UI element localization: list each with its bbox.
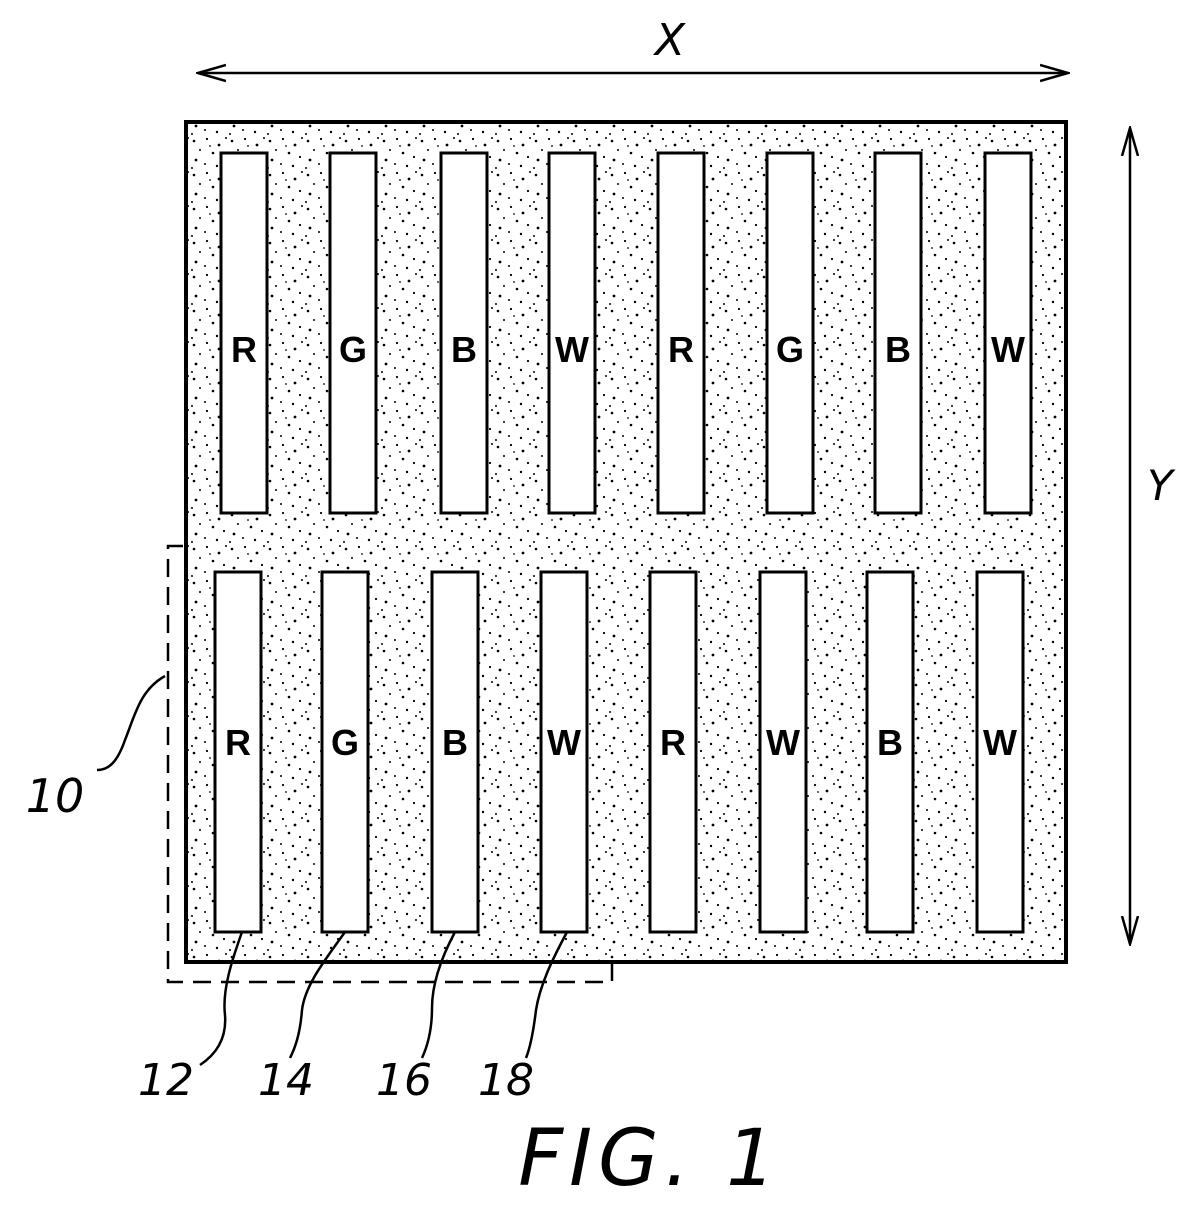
ref-numeral-16: 16 [376,1055,432,1106]
subpixel-label: R [231,329,257,370]
ref-numeral-18: 18 [478,1055,534,1106]
y-axis-label: Y [1147,461,1176,510]
display-panel [186,122,1066,962]
subpixel-w: W [985,153,1031,513]
subpixel-label: G [776,329,804,370]
subpixel-w: W [541,572,587,932]
subpixel-label: R [660,722,686,763]
ref-numeral-14: 14 [258,1055,314,1106]
subpixel-label: G [331,722,359,763]
subpixel-label: G [339,329,367,370]
subpixel-r: R [215,572,261,932]
subpixel-b: B [441,153,487,513]
subpixel-label: W [555,329,589,370]
subpixel-label: W [983,722,1017,763]
subpixel-label: B [442,722,468,763]
subpixel-b: B [432,572,478,932]
subpixel-r: R [221,153,267,513]
subpixel-w: W [549,153,595,513]
subpixel-b: B [875,153,921,513]
ref-numeral-12: 12 [138,1055,194,1106]
subpixel-label: B [885,329,911,370]
ref-numeral-10: 10 [26,769,85,823]
subpixel-label: R [225,722,251,763]
subpixel-g: G [330,153,376,513]
x-axis-label: X [653,15,686,66]
subpixel-label: W [766,722,800,763]
subpixel-w: W [760,572,806,932]
subpixel-label: B [877,722,903,763]
subpixel-label: B [451,329,477,370]
subpixel-r: R [658,153,704,513]
subpixel-g: G [767,153,813,513]
figure-title: FIG. 1 [518,1114,782,1204]
leader-line-10 [97,676,165,770]
subpixel-label: W [991,329,1025,370]
subpixel-g: G [322,572,368,932]
subpixel-label: R [668,329,694,370]
subpixel-w: W [977,572,1023,932]
subpixel-label: W [547,722,581,763]
subpixel-r: R [650,572,696,932]
subpixel-b: B [867,572,913,932]
